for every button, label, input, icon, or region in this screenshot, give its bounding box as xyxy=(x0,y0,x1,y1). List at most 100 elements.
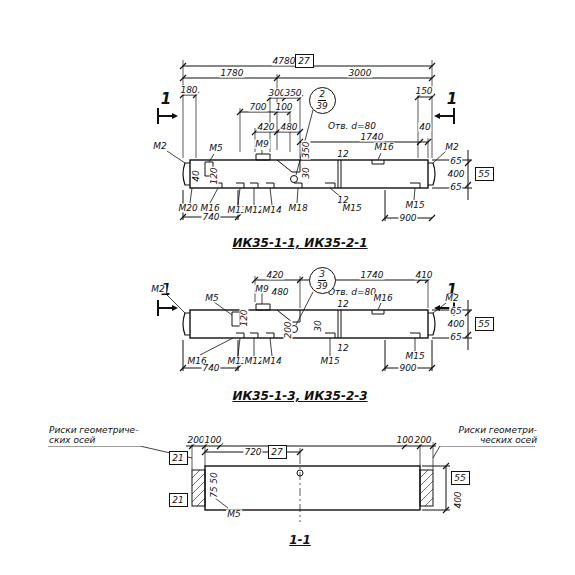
part-mark: М15 xyxy=(404,201,425,210)
extension-line xyxy=(192,442,433,470)
dimension-value: 740 xyxy=(201,213,220,222)
dimension-value: 65 xyxy=(449,333,462,342)
part-mark: М2 xyxy=(444,143,460,152)
hole-note: Отв. d=80 xyxy=(327,122,377,131)
part-mark: М5 xyxy=(226,510,242,519)
dimension-value: 200 xyxy=(413,436,432,445)
dimension-value: 100 xyxy=(203,436,222,445)
dimension-value: 1740 xyxy=(360,271,385,280)
part-mark: М2 xyxy=(444,294,460,303)
part-mark: М5 xyxy=(204,294,220,303)
part-mark: М14 xyxy=(261,206,282,215)
reference-box: 55 xyxy=(451,471,470,485)
reference-number: 55 xyxy=(454,474,465,483)
dimension-value: 740 xyxy=(201,364,220,373)
dimension-value: 30 xyxy=(302,166,311,179)
view-title: ИК35-1-1, ИК35-2-1 xyxy=(231,237,368,249)
dimension-value: 400 xyxy=(454,490,463,509)
section-mark-label: 1 xyxy=(160,92,172,107)
hole xyxy=(297,470,303,476)
dimension-value: 420 xyxy=(256,123,275,132)
embedded-plate xyxy=(205,154,420,188)
dimension-tick xyxy=(180,63,435,145)
section-mark xyxy=(158,300,454,316)
part-mark: М15 xyxy=(404,352,425,361)
reference-number: 21 xyxy=(172,496,183,505)
beam-body xyxy=(190,160,428,188)
dimension-value: 3000 xyxy=(348,69,373,78)
dimension-value: 350 xyxy=(302,140,311,159)
section-arrow xyxy=(172,305,440,311)
dimension-value: 50 xyxy=(210,471,219,484)
dimension-value: 480 xyxy=(270,288,289,297)
reference-number: 55 xyxy=(478,170,489,179)
dimension-value: 200 xyxy=(284,320,293,339)
part-mark: М20 xyxy=(177,204,198,213)
dimension-line xyxy=(183,190,432,221)
reference-number: 27 xyxy=(298,57,309,66)
reference-box: 27 xyxy=(268,445,287,459)
dimension-line xyxy=(432,150,472,200)
leader-line xyxy=(167,110,446,205)
callout-number: 2 xyxy=(318,90,326,101)
callout-circle: 339 xyxy=(309,267,336,294)
dimension-value: 120 xyxy=(210,166,219,185)
dimension-value: 100 xyxy=(274,103,293,112)
break-line xyxy=(338,160,341,188)
dimension-value: 65 xyxy=(449,157,462,166)
part-mark: М2 xyxy=(152,142,168,151)
dimension-value: 900 xyxy=(398,364,417,373)
dimension-value: 400 xyxy=(446,320,465,329)
beam-end xyxy=(183,313,435,335)
dimension-value: 4780 xyxy=(272,57,297,66)
hole-note: Отв. d=80 xyxy=(327,288,377,297)
section-view xyxy=(48,442,535,522)
reference-number: 27 xyxy=(271,448,282,457)
beam-end xyxy=(183,163,435,185)
view-title: 1-1 xyxy=(288,534,312,546)
dimension-value: 40 xyxy=(418,123,431,132)
leader-line xyxy=(165,292,446,356)
beam-end xyxy=(420,470,433,506)
embedded-plate xyxy=(232,304,420,338)
part-mark: М15 xyxy=(319,357,340,366)
part-mark: М2 xyxy=(150,285,166,294)
axis-note: Риски геометри- ческих осей xyxy=(440,425,538,446)
extension-line xyxy=(255,276,428,308)
dimension-line xyxy=(255,280,428,281)
dimension-tick xyxy=(189,443,436,455)
sloped-face xyxy=(277,160,300,172)
axis-note: Риски геометриче- ских осей xyxy=(48,425,146,446)
dimension-value: 120 xyxy=(240,308,249,327)
dimension-value: 400 xyxy=(446,170,465,179)
reference-number: 21 xyxy=(172,454,183,463)
dimension-value: 12 xyxy=(336,300,349,309)
section-arrow xyxy=(172,113,440,119)
section-mark xyxy=(158,108,454,124)
reference-box: 21 xyxy=(169,451,188,465)
dimension-value: 480 xyxy=(279,123,298,132)
dimension-value: 420 xyxy=(265,271,284,280)
end-hatching xyxy=(192,470,433,506)
dimension-value: 700 xyxy=(248,103,267,112)
dimension-line xyxy=(422,466,450,510)
dimension-value: 65 xyxy=(449,183,462,192)
part-mark: М15 xyxy=(341,204,362,213)
top-view xyxy=(158,60,472,221)
reference-box: 55 xyxy=(475,317,494,331)
dimension-value: 75 xyxy=(210,485,219,498)
dimension-value: 100 xyxy=(395,436,414,445)
dimension-value: 12 xyxy=(336,344,349,353)
dimension-value: 30 xyxy=(314,319,323,332)
sheet-number: 39 xyxy=(316,101,327,111)
dimension-value: 350 xyxy=(283,89,302,98)
part-mark: М16 xyxy=(373,143,394,152)
part-mark: М5 xyxy=(208,144,224,153)
dimension-value: 180 xyxy=(179,86,198,95)
break-line xyxy=(338,310,341,338)
reference-box: 27 xyxy=(295,54,314,68)
part-mark: М18 xyxy=(287,204,308,213)
dimension-value: 1740 xyxy=(360,133,385,142)
dimension-value: 1780 xyxy=(220,69,245,78)
